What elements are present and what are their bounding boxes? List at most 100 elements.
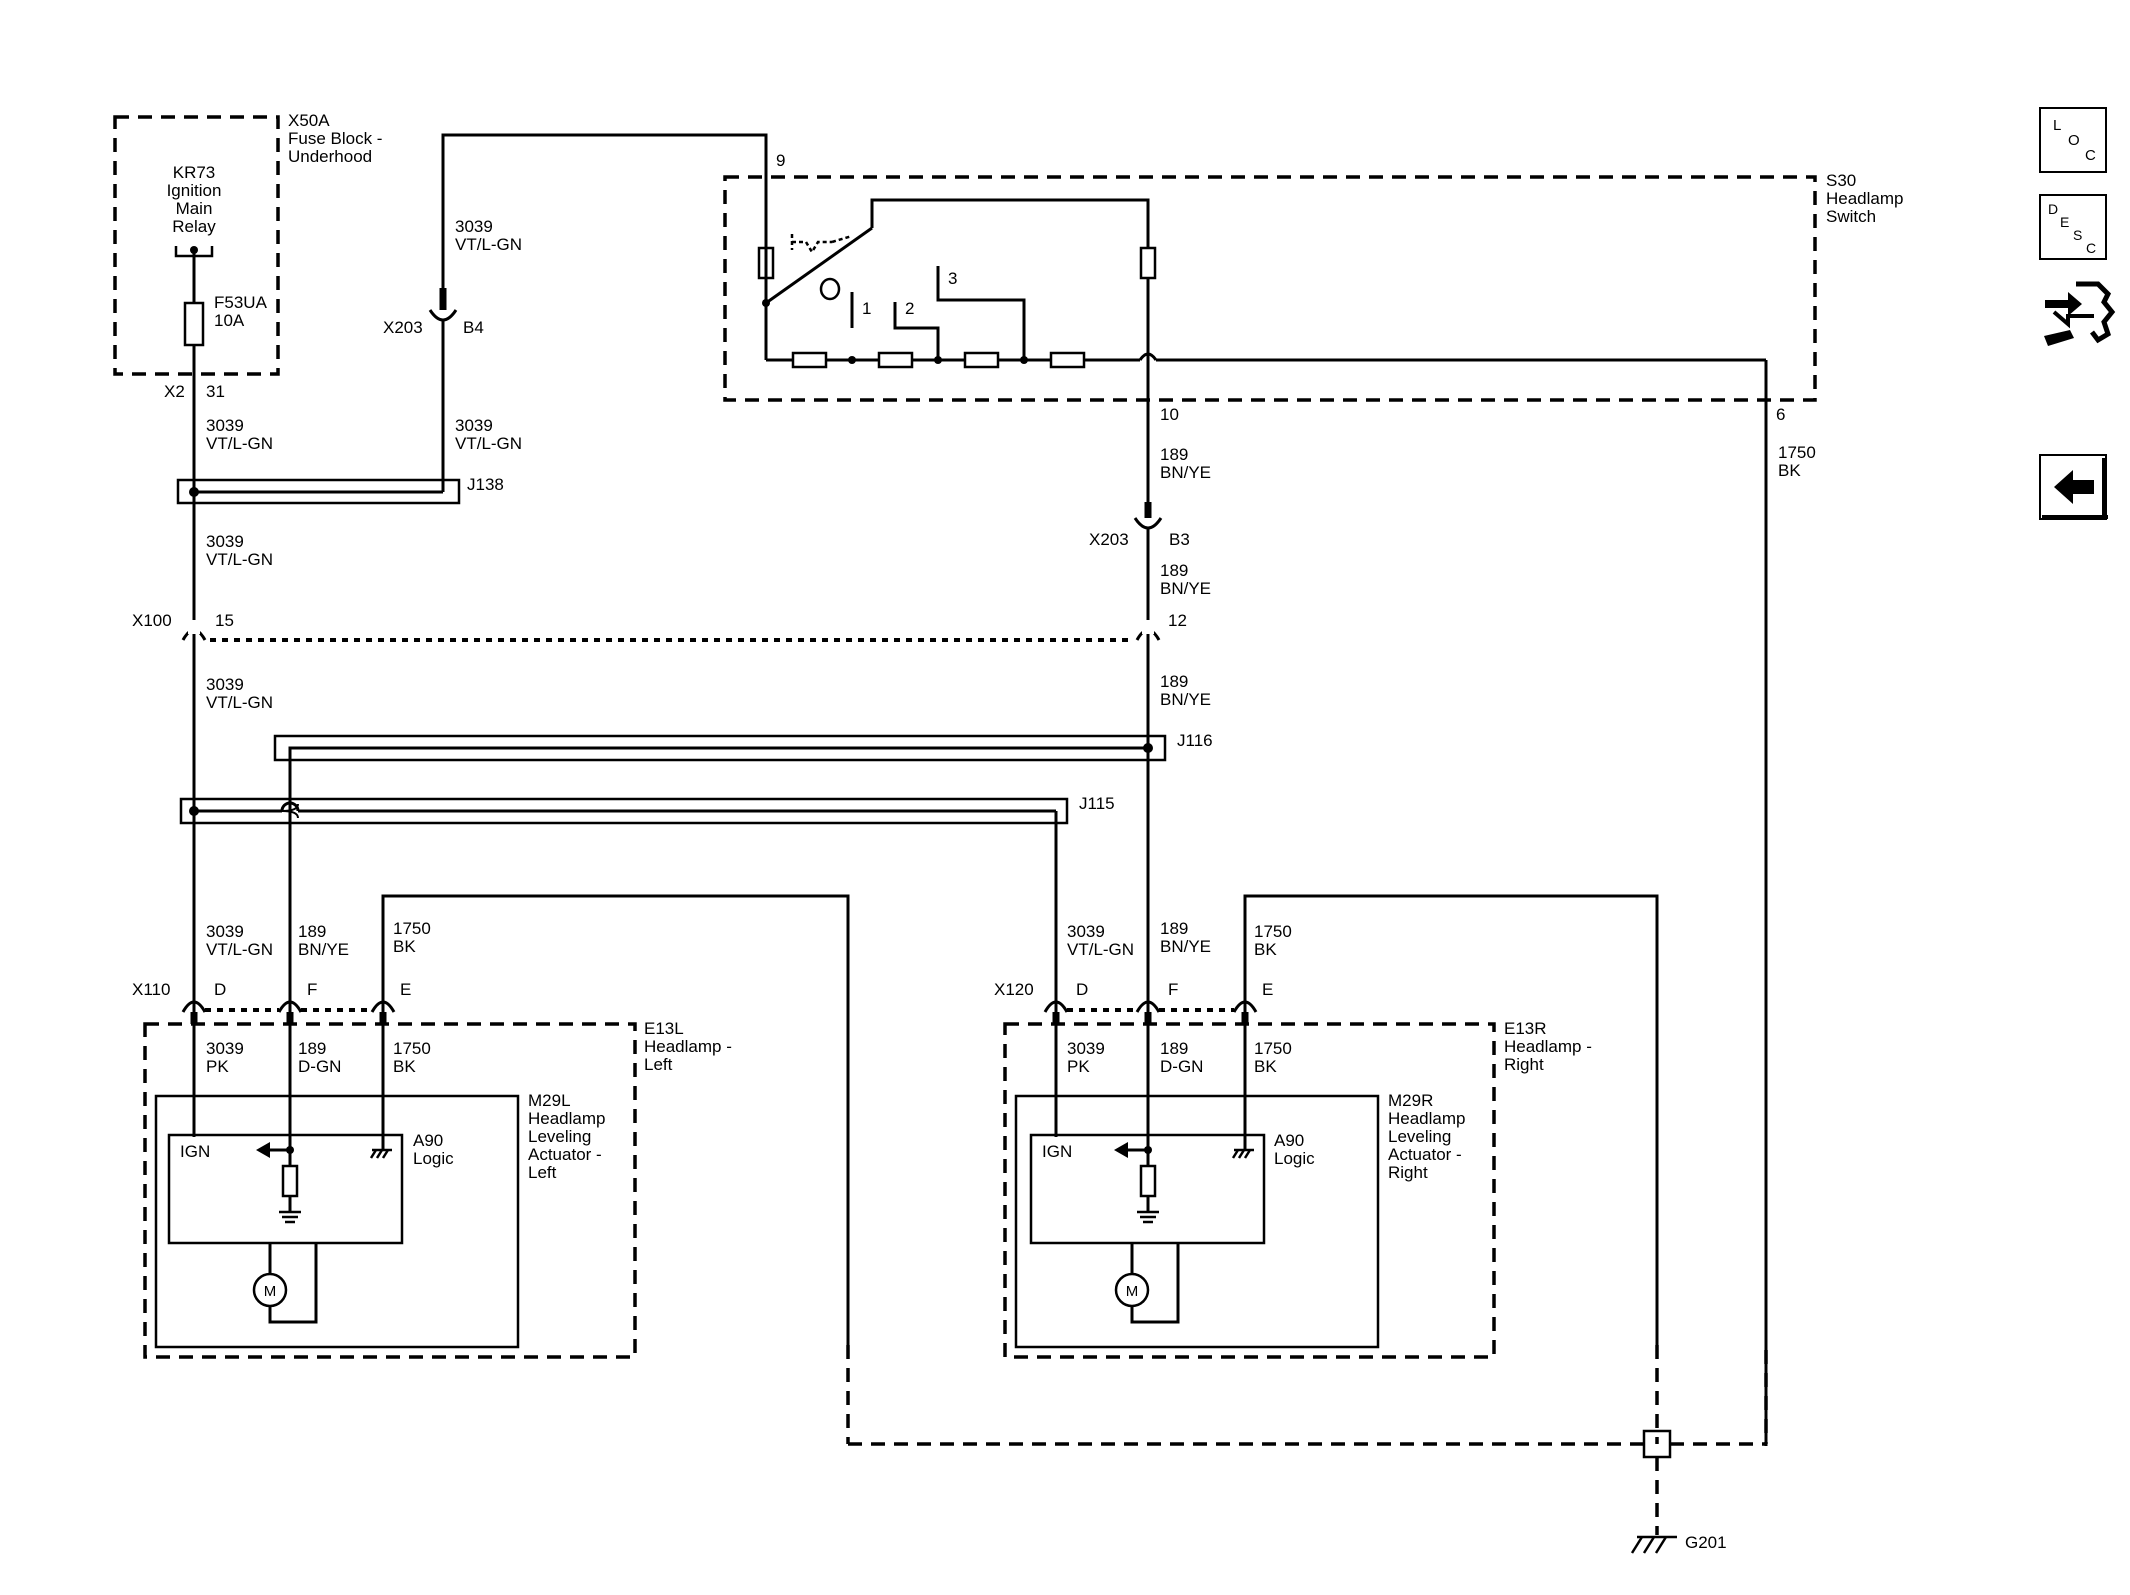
description-icon[interactable] bbox=[2039, 194, 2107, 260]
desc-letter-s: S bbox=[2073, 227, 2082, 243]
logic-left-id: A90 bbox=[413, 1131, 443, 1150]
chassis-ground-icon bbox=[369, 1148, 392, 1159]
loc-letter-l: L bbox=[2053, 117, 2061, 134]
splice-j115 bbox=[179, 797, 1069, 825]
wire-label-color: BK bbox=[393, 937, 416, 956]
back-button[interactable] bbox=[2039, 454, 2108, 520]
wire-label-ckt: 3039 bbox=[206, 675, 244, 694]
wire-label-ckt: 3039 bbox=[455, 416, 493, 435]
actuator-left-id: M29L bbox=[528, 1091, 571, 1110]
relay-name-2: Main bbox=[176, 199, 213, 218]
actuator-right-name-4: Right bbox=[1388, 1163, 1428, 1182]
fuse-f53ua bbox=[183, 301, 205, 347]
wire-label-ckt: 189 bbox=[1160, 445, 1188, 464]
actuator-right-name-3: Actuator - bbox=[1388, 1145, 1462, 1164]
wire-label-ckt: 3039 bbox=[455, 217, 493, 236]
desc-letter-c: C bbox=[2086, 240, 2096, 256]
connector-b4-label: B4 bbox=[463, 318, 484, 337]
relay-id: KR73 bbox=[173, 163, 216, 182]
switch-position-3: 3 bbox=[948, 269, 957, 288]
logic-right-name: Logic bbox=[1274, 1149, 1315, 1168]
switch-position-2: 2 bbox=[905, 299, 914, 318]
wire-label-color: BN/YE bbox=[1160, 937, 1211, 956]
wire-label-ckt: 1750 bbox=[1254, 922, 1292, 941]
wire-label-ckt: 189 bbox=[298, 922, 326, 941]
logic-right-ign-label: IGN bbox=[1042, 1142, 1072, 1161]
fuse-block-pin: 31 bbox=[206, 382, 225, 401]
wire-label-color: VT/L-GN bbox=[206, 550, 273, 569]
actuator-right-outline bbox=[1014, 1094, 1380, 1349]
diagnostic-wrench-icon[interactable] bbox=[2044, 281, 2116, 346]
relay-name-1: Ignition bbox=[167, 181, 222, 200]
connector-pin-d: D bbox=[1076, 980, 1088, 999]
location-icon[interactable] bbox=[2039, 107, 2107, 173]
wire-label-color: VT/L-GN bbox=[206, 693, 273, 712]
connector-pin-f: F bbox=[1168, 980, 1178, 999]
loc-button[interactable]: L O C bbox=[2039, 107, 2107, 173]
headlamp-left-id: E13L bbox=[644, 1019, 684, 1038]
wire-label-color: PK bbox=[206, 1057, 229, 1076]
wire-label-color: VT/L-GN bbox=[206, 940, 273, 959]
fuse-id: F53UA bbox=[214, 293, 268, 312]
actuator-right-name: Headlamp bbox=[1388, 1109, 1466, 1128]
desc-button[interactable]: D E S C bbox=[2039, 194, 2107, 260]
wire-label-ckt: 189 bbox=[1160, 672, 1188, 691]
wire-label-ckt: 189 bbox=[1160, 561, 1188, 580]
headlamp-switch-outline bbox=[723, 175, 1817, 402]
connector-pin-d: D bbox=[214, 980, 226, 999]
switch-position-1: 1 bbox=[862, 299, 871, 318]
splice-j138 bbox=[176, 478, 461, 505]
fuse-block-connector: X2 bbox=[164, 382, 185, 401]
fuse-block-outline bbox=[113, 115, 280, 376]
actuator-left-name: Headlamp bbox=[528, 1109, 606, 1128]
connector-x203-b4 bbox=[428, 309, 458, 322]
headlamp-right-name-2: Right bbox=[1504, 1055, 1544, 1074]
fuse-rating: 10A bbox=[214, 311, 245, 330]
connector-pin-12: 12 bbox=[1168, 611, 1187, 630]
splice-j138-label: J138 bbox=[467, 475, 504, 494]
connector-x110-label: X110 bbox=[132, 980, 170, 999]
splice-j115-label: J115 bbox=[1079, 794, 1115, 813]
switch-name-2: Switch bbox=[1826, 207, 1876, 226]
wire-label-ckt: 189 bbox=[298, 1039, 326, 1058]
actuator-left-name-4: Left bbox=[528, 1163, 557, 1182]
switch-name: Headlamp bbox=[1826, 189, 1904, 208]
wire-label-color: D-GN bbox=[298, 1057, 341, 1076]
connector-x203-label: X203 bbox=[383, 318, 423, 337]
connector-pin-f: F bbox=[307, 980, 317, 999]
loc-letter-c: C bbox=[2085, 147, 2096, 164]
logic-right-outline bbox=[1029, 1133, 1266, 1245]
motor-right-label: M bbox=[1126, 1283, 1139, 1300]
chassis-ground-icon bbox=[1231, 1148, 1254, 1159]
headlamp-right-outline bbox=[1003, 1022, 1496, 1359]
connector-b3-label: B3 bbox=[1169, 530, 1190, 549]
actuator-left-name-3: Actuator - bbox=[528, 1145, 602, 1164]
wire-label-color: BN/YE bbox=[1160, 579, 1211, 598]
fuse-block-name: Fuse Block - bbox=[288, 129, 382, 148]
connector-x203-b3 bbox=[1133, 517, 1163, 530]
connector-x100-label: X100 bbox=[132, 611, 172, 630]
wire-label-color: BK bbox=[1254, 940, 1277, 959]
wire-label-color: BK bbox=[1778, 461, 1801, 480]
connector-pin-e: E bbox=[400, 980, 411, 999]
switch-id: S30 bbox=[1826, 171, 1856, 190]
motor-left-label: M bbox=[264, 1283, 277, 1300]
wire-label-color: D-GN bbox=[1160, 1057, 1203, 1076]
wire-label-color: BN/YE bbox=[1160, 463, 1211, 482]
wire-label-ckt: 3039 bbox=[1067, 922, 1105, 941]
fuse-block-id: X50A bbox=[288, 111, 330, 130]
headlamp-right-name: Headlamp - bbox=[1504, 1037, 1592, 1056]
ground-symbol bbox=[1630, 1535, 1677, 1554]
connector-pin-15: 15 bbox=[215, 611, 234, 630]
wire-label-color: PK bbox=[1067, 1057, 1090, 1076]
actuator-right-name-2: Leveling bbox=[1388, 1127, 1451, 1146]
relay-name-3: Relay bbox=[172, 217, 216, 236]
headlamp-left-name-2: Left bbox=[644, 1055, 673, 1074]
wire-label-ckt: 1750 bbox=[393, 1039, 431, 1058]
wire-label-ckt: 3039 bbox=[206, 532, 244, 551]
splice-j116-label: J116 bbox=[1177, 731, 1213, 750]
wire-label-color: BN/YE bbox=[1160, 690, 1211, 709]
logic-left-ign-label: IGN bbox=[180, 1142, 210, 1161]
wire-label-ckt: 3039 bbox=[1067, 1039, 1105, 1058]
